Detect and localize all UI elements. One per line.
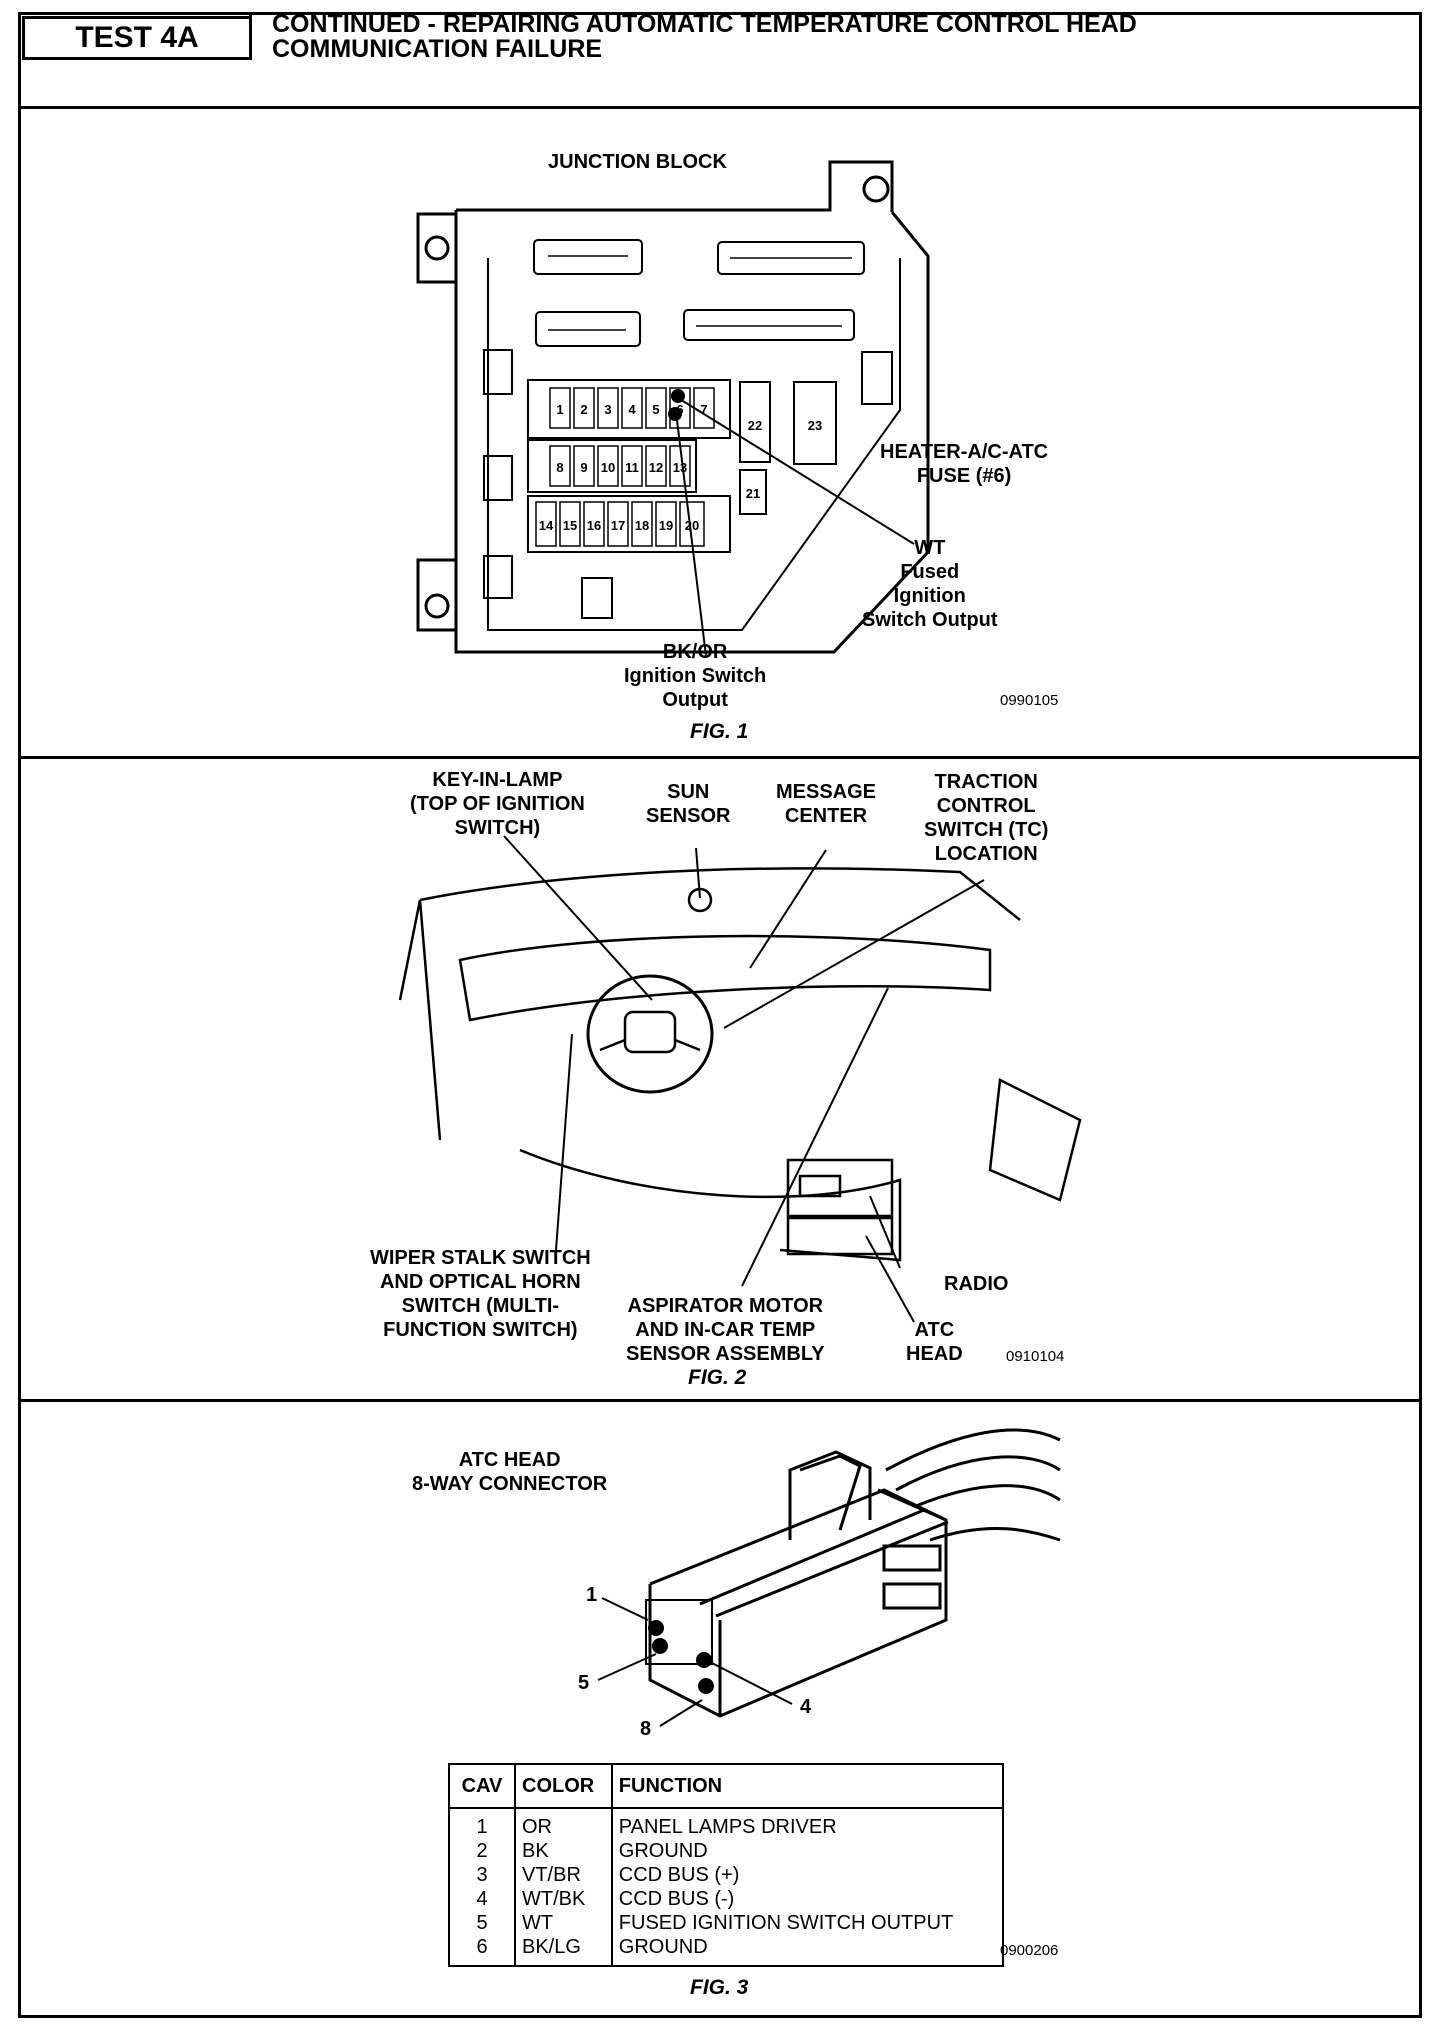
- pin-4-label: 4: [800, 1696, 812, 1718]
- fuse-number-16: 16: [587, 518, 601, 533]
- col-function: FUNCTION: [610, 1763, 1005, 1809]
- key-in-lamp-label: KEY-IN-LAMP (TOP OF IGNITION SWITCH): [410, 769, 585, 839]
- fuse-number-11: 11: [625, 460, 639, 475]
- wt-wire-label: WT Fused Ignition Switch Output: [862, 537, 998, 631]
- table-row: 1 OR PANEL LAMPS DRIVER: [448, 1808, 1003, 1839]
- col-cav: CAV: [448, 1763, 516, 1809]
- fuse-number-14: 14: [539, 518, 554, 533]
- radio-label: RADIO: [944, 1273, 1009, 1295]
- atc-head-label: ATC HEAD: [906, 1319, 963, 1365]
- wiper-switch-label: WIPER STALK SWITCH AND OPTICAL HORN SWIT…: [370, 1247, 591, 1341]
- fig1-rule: [18, 756, 1422, 759]
- fuse-6-label: HEATER-A/C-ATC FUSE (#6): [880, 441, 1049, 487]
- table-row: 2 BK GROUND: [448, 1839, 1003, 1863]
- fuse-number-4: 4: [628, 402, 636, 417]
- fuse-number-6: 6: [676, 402, 683, 417]
- fuse-number-12: 12: [649, 460, 663, 475]
- bkor-wire-label: BK/OR Ignition Switch Output: [624, 641, 767, 711]
- test-id-box: TEST 4A: [22, 16, 252, 60]
- fig3-code: 0900206: [1000, 1942, 1059, 1959]
- col-color: COLOR: [514, 1763, 613, 1809]
- fuse-number-13: 13: [673, 460, 687, 475]
- fig1-title: JUNCTION BLOCK: [548, 151, 727, 173]
- fuse-number-18: 18: [635, 518, 649, 533]
- table-row: 6 BK/LG GROUND: [448, 1935, 1003, 1966]
- fuse-number-1: 1: [556, 402, 563, 417]
- table-row: 3 VT/BR CCD BUS (+): [448, 1863, 1003, 1887]
- fig1-caption: FIG. 1: [690, 720, 749, 743]
- title-line-1: CONTINUED - REPAIRING AUTOMATIC TEMPERAT…: [272, 10, 1137, 38]
- fuse-number-3: 3: [604, 402, 611, 417]
- fuse-number-8: 8: [556, 460, 563, 475]
- fuse-number-15: 15: [563, 518, 577, 533]
- fuse-number-21: 21: [746, 486, 760, 501]
- pin-1-label: 1: [586, 1584, 598, 1606]
- fig3-title: ATC HEAD 8-WAY CONNECTOR: [412, 1449, 608, 1495]
- table-row: 4 WT/BK CCD BUS (-): [448, 1887, 1003, 1911]
- fuse-number-7: 7: [700, 402, 707, 417]
- fuse-number-20: 20: [685, 518, 699, 533]
- fuse-number-10: 10: [601, 460, 615, 475]
- fig1-code: 0990105: [1000, 692, 1059, 709]
- sun-sensor-label: SUN SENSOR: [646, 781, 731, 827]
- fig2-code: 0910104: [1006, 1348, 1065, 1365]
- aspirator-label: ASPIRATOR MOTOR AND IN-CAR TEMP SENSOR A…: [626, 1295, 825, 1365]
- fuse-number-22: 22: [748, 418, 762, 433]
- fig3-caption: FIG. 3: [690, 1976, 749, 1999]
- pin-8-label: 8: [640, 1718, 652, 1740]
- fuse-number-23: 23: [808, 418, 822, 433]
- header-rule: [18, 106, 1422, 109]
- table-row: 5 WT FUSED IGNITION SWITCH OUTPUT: [448, 1911, 1003, 1935]
- title-line-2: COMMUNICATION FAILURE: [272, 35, 603, 63]
- page-frame: [18, 12, 1422, 2018]
- pin-5-label: 5: [578, 1672, 590, 1694]
- fig2-rule: [18, 1399, 1422, 1402]
- page-title: CONTINUED - REPAIRING AUTOMATIC TEMPERAT…: [272, 12, 1137, 62]
- message-center-label: MESSAGE CENTER: [776, 781, 877, 827]
- fuse-number-17: 17: [611, 518, 625, 533]
- fig2-caption: FIG. 2: [688, 1366, 747, 1389]
- fuse-number-19: 19: [659, 518, 673, 533]
- traction-control-label: TRACTION CONTROL SWITCH (TC) LOCATION: [924, 771, 1049, 865]
- table-header-row: CAV COLOR FUNCTION: [448, 1763, 1005, 1809]
- cavity-table: CAV COLOR FUNCTION 1 OR PANEL LAMPS DRIV…: [448, 1763, 1005, 1967]
- fuse-number-9: 9: [580, 460, 587, 475]
- fuse-number-5: 5: [652, 402, 659, 417]
- header-divider: [249, 12, 252, 60]
- fuse-number-2: 2: [580, 402, 587, 417]
